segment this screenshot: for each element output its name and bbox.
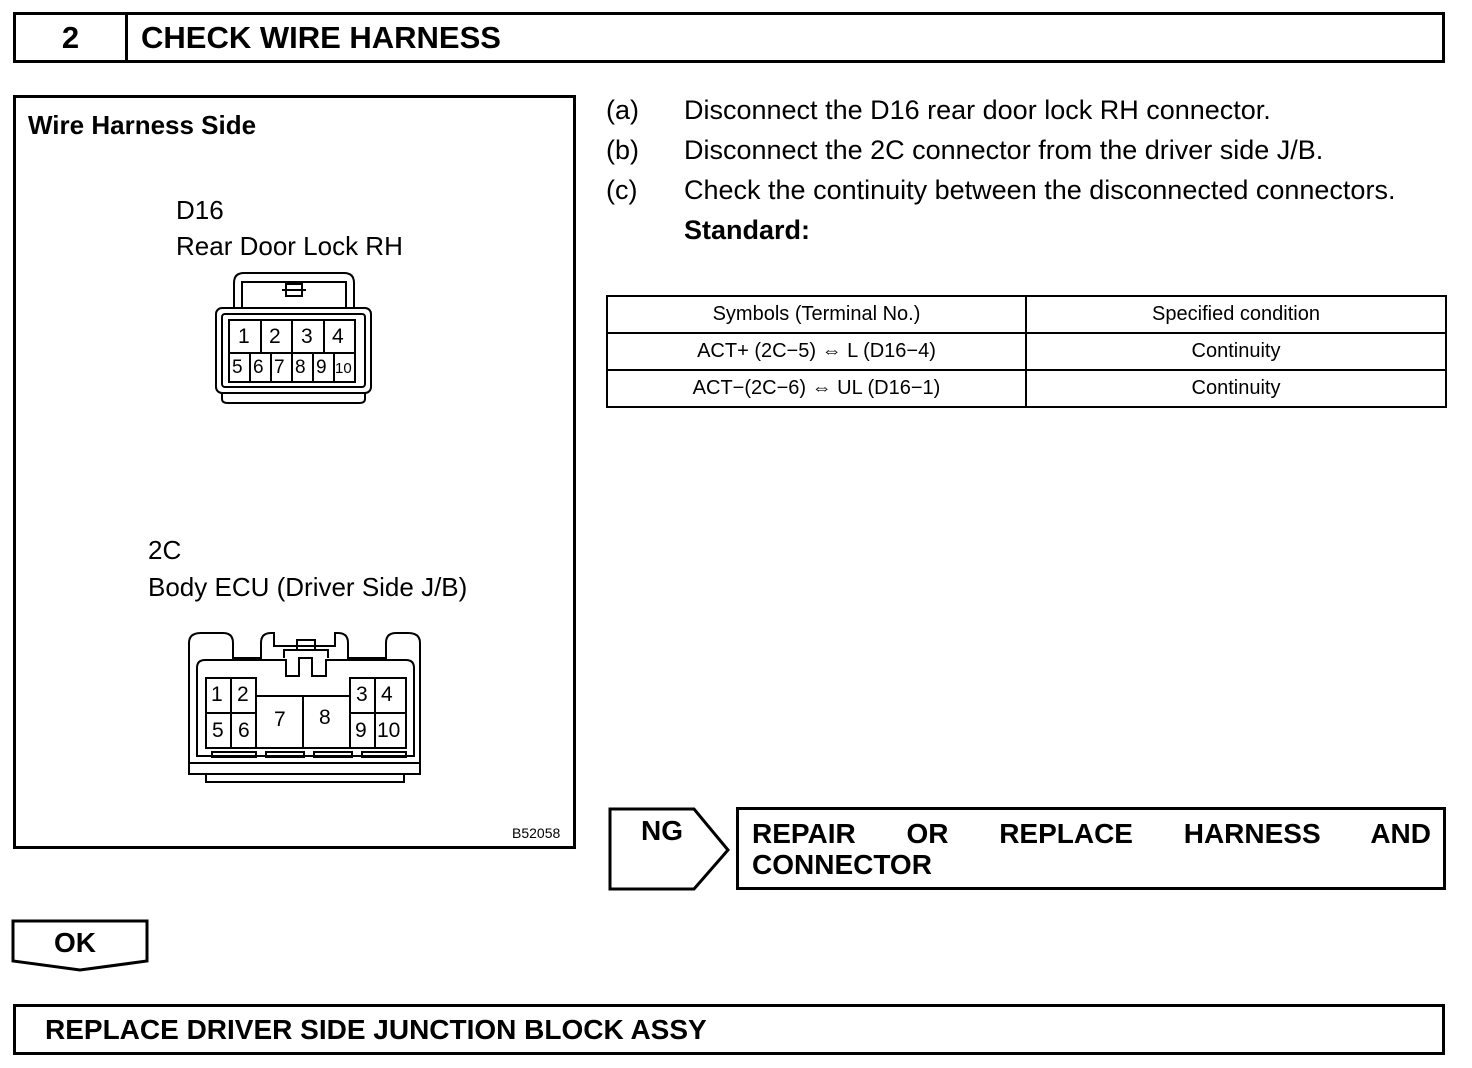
table-cell: ACT−(2C−6) ⇔ UL (D16−1) — [606, 369, 1027, 408]
2c-connector-outline — [188, 632, 421, 783]
instruction-text: Check the continuity between the disconn… — [684, 175, 1396, 205]
connector-diagram: Wire Harness Side D16 Rear Door Lock RH … — [13, 95, 576, 849]
connector-drawings — [188, 272, 421, 783]
d16-pin: 8 — [295, 357, 306, 378]
d16-pin: 4 — [332, 325, 344, 348]
final-step-box: REPLACE DRIVER SIDE JUNCTION BLOCK ASSY — [13, 1004, 1445, 1055]
d16-code: D16 — [176, 195, 224, 225]
instruction-text: Disconnect the D16 rear door lock RH con… — [684, 95, 1271, 125]
d16-connector-outline — [215, 272, 372, 404]
instruction-letter: (a) — [606, 95, 639, 125]
table-cell: ACT+ (2C−5) ⇔ L (D16−4) — [606, 332, 1027, 371]
d16-pin: 1 — [238, 325, 250, 348]
step-title: CHECK WIRE HARNESS — [141, 19, 501, 55]
table-header: Specified condition — [1025, 295, 1447, 334]
table-row: ACT+ (2C−5) ⇔ L (D16−4) Continuity — [606, 332, 1447, 371]
instruction-letter: (b) — [606, 135, 639, 165]
2c-pin: 4 — [381, 683, 393, 706]
2c-pin: 5 — [212, 719, 224, 742]
ok-arrow-icon — [11, 919, 149, 972]
table-row: ACT−(2C−6) ⇔ UL (D16−1) Continuity — [606, 369, 1447, 408]
d16-pin: 9 — [316, 357, 327, 378]
table-header-row: Symbols (Terminal No.) Specified conditi… — [606, 295, 1447, 334]
figure-id: B52058 — [512, 825, 561, 841]
2c-pin: 9 — [355, 719, 367, 742]
2c-pin: 2 — [237, 683, 249, 706]
2c-pin: 1 — [211, 683, 223, 706]
d16-pin: 10 — [335, 360, 352, 377]
2c-code: 2C — [148, 535, 182, 565]
d16-pin: 3 — [301, 325, 313, 348]
table-cell: Continuity — [1025, 332, 1447, 371]
2c-pin: 6 — [238, 719, 250, 742]
ng-result-box: REPAIR OR REPLACE HARNESS AND CONNECTOR — [736, 807, 1446, 890]
2c-pin: 8 — [319, 706, 331, 729]
ng-label: NG — [641, 815, 683, 846]
2c-pin: 7 — [274, 708, 286, 731]
instruction-item: (b) Disconnect the 2C connector from the… — [606, 130, 1448, 170]
instruction-letter: (c) — [606, 175, 638, 205]
d16-pin: 5 — [232, 357, 243, 378]
instruction-text: Disconnect the 2C connector from the dri… — [684, 135, 1324, 165]
instructions: (a) Disconnect the D16 rear door lock RH… — [606, 90, 1448, 250]
wire-harness-side-label: Wire Harness Side — [28, 110, 257, 140]
ok-label: OK — [54, 927, 96, 958]
step-number: 2 — [16, 15, 128, 60]
standard-label: Standard: — [684, 215, 811, 245]
instruction-item: (c) Check the continuity between the dis… — [606, 170, 1448, 210]
instruction-item: (a) Disconnect the D16 rear door lock RH… — [606, 90, 1448, 130]
table-cell: Continuity — [1025, 369, 1447, 408]
2c-pin: 3 — [356, 683, 368, 706]
2c-pin: 10 — [377, 719, 401, 742]
2c-name: Body ECU (Driver Side J/B) — [148, 572, 468, 602]
d16-pin: 7 — [274, 357, 285, 378]
d16-pin: 6 — [253, 357, 264, 378]
d16-pin: 2 — [269, 325, 281, 348]
step-header: 2 CHECK WIRE HARNESS — [13, 12, 1445, 63]
spec-table: Symbols (Terminal No.) Specified conditi… — [606, 295, 1447, 408]
ng-arrow-icon — [608, 807, 730, 891]
d16-name: Rear Door Lock RH — [176, 231, 403, 261]
table-header: Symbols (Terminal No.) — [606, 295, 1027, 334]
